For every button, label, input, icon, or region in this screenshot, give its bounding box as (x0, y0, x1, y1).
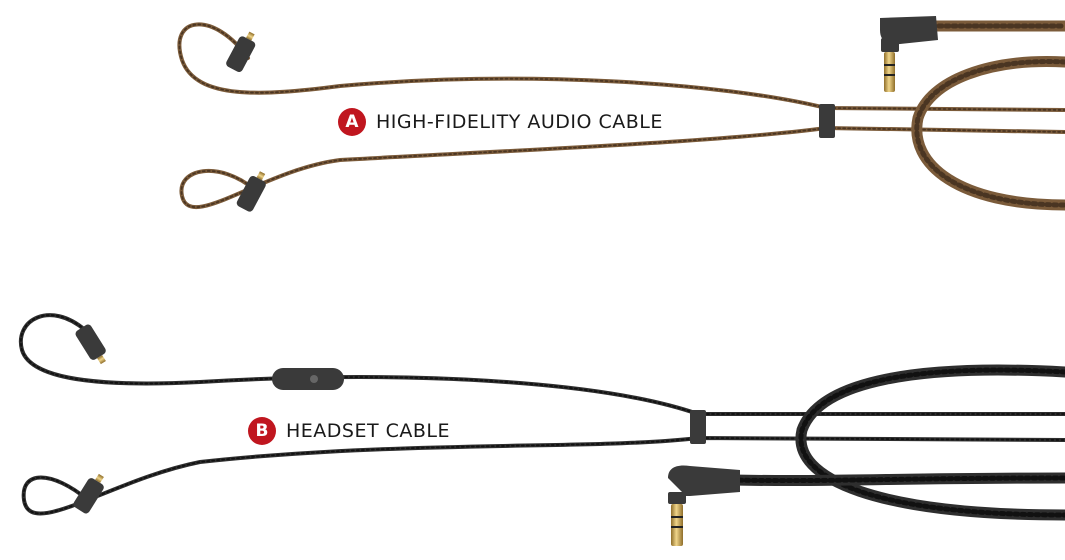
cable-b-splitter (690, 410, 706, 444)
cable-b (18, 313, 1065, 546)
cable-a-mmcx-connector-bottom (236, 171, 266, 212)
cable-a-mmcx-connector-top (226, 31, 256, 73)
cable-a (177, 16, 1065, 212)
cable-a-label-text: HIGH-FIDELITY AUDIO CABLE (376, 111, 663, 133)
cable-a-splitter (819, 104, 835, 138)
cable-b-mmcx-connector-bottom (73, 473, 104, 514)
cable-b-label-text: HEADSET CABLE (286, 420, 451, 442)
cable-b-upper-lead (18, 313, 1065, 416)
cable-a-audio-jack (880, 16, 938, 92)
cable-b-label: B HEADSET CABLE (248, 417, 450, 445)
cable-a-label: A HIGH-FIDELITY AUDIO CABLE (338, 108, 663, 136)
cable-b-badge: B (248, 417, 276, 445)
cable-b-mic-button (310, 375, 318, 383)
cable-b-mmcx-connector-top (75, 324, 106, 365)
cable-b-inline-mic (272, 368, 344, 390)
cable-b-audio-jack (668, 465, 740, 546)
cable-a-badge: A (338, 108, 366, 136)
